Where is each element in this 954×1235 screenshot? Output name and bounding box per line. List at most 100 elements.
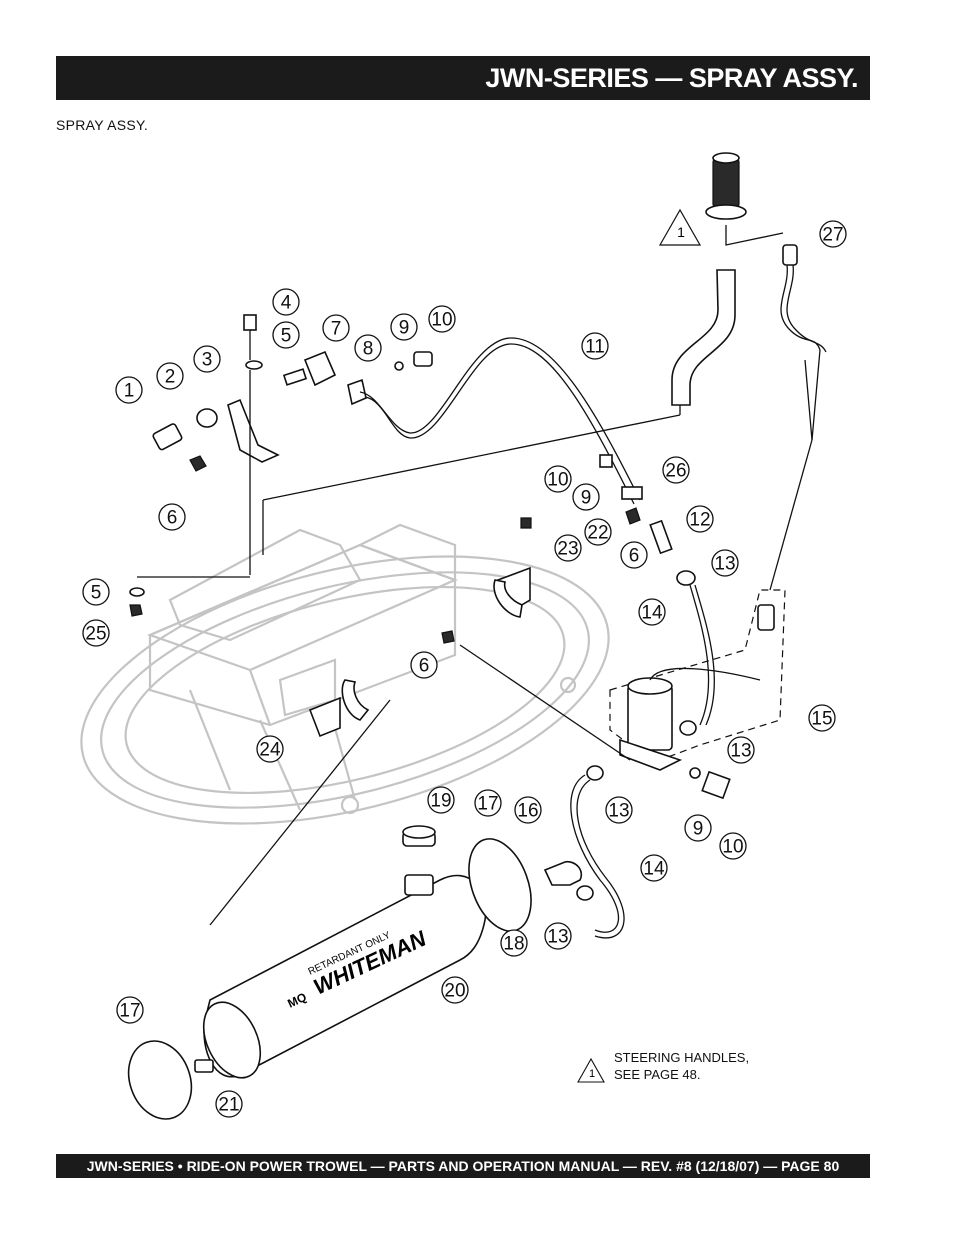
spray-pump [619,667,761,771]
callout-label: 21 [218,1095,239,1116]
callout-label: 8 [363,339,374,360]
callout-label: 2 [165,367,176,388]
callout-7: 7 [322,314,350,342]
callout-3: 3 [193,345,221,373]
fitting-hardware [129,351,731,901]
callout-6: 6 [620,541,648,569]
leader-lines [137,370,681,926]
callout-13: 13 [727,736,755,764]
callout-4: 4 [272,288,300,316]
callout-13: 13 [605,796,633,824]
callout-20: 20 [441,976,469,1004]
handle-tube [671,269,736,406]
callout-1: 1 [115,376,143,404]
callout-label: 5 [281,326,292,347]
note-line-1: STEERING HANDLES, [614,1050,750,1065]
callout-label: 1 [124,381,135,402]
callout-25: 25 [82,619,110,647]
callout-label: 6 [167,508,178,529]
callout-label: 12 [689,510,710,531]
callout-18: 18 [500,929,528,957]
callout-label: 18 [503,934,524,955]
note-line-2: SEE PAGE 48. [614,1067,701,1082]
callout-label: 5 [91,583,102,604]
callout-label: 14 [643,859,665,880]
callout-label: 27 [822,225,843,246]
callout-label: 23 [557,539,578,560]
callout-label: 17 [477,794,498,815]
callout-label: 9 [399,318,410,339]
header-bar: JWN-SERIES — SPRAY ASSY. [56,56,870,100]
trowel-frame [80,523,610,825]
retardant-tank: RETARDANT ONLY WHITEMAN MQ [127,825,583,1120]
callout-label: 17 [119,1001,140,1022]
callout-label: 25 [85,624,106,645]
spray-nozzle [282,350,367,406]
callout-10: 10 [544,465,572,493]
callout-label: 4 [281,293,292,314]
callout-5: 5 [82,578,110,606]
svg-text:1: 1 [677,224,685,240]
callout-label: 10 [722,837,743,858]
warning-marker-top: 1 [658,208,702,246]
callout-21: 21 [215,1090,243,1118]
callout-label: 9 [693,819,704,840]
callout-14: 14 [640,854,668,882]
callout-6: 6 [158,503,186,531]
pump-outlet-hose [689,584,710,726]
callout-2: 2 [156,362,184,390]
callout-9: 9 [684,814,712,842]
section-subtitle: SPRAY ASSY. [56,117,149,133]
callout-label: 6 [629,546,640,567]
pump-dashed-outline [609,589,786,761]
callout-label: 10 [547,470,568,491]
callout-8: 8 [354,334,382,362]
callout-9: 9 [390,313,418,341]
callout-11: 11 [581,332,609,360]
callout-label: 24 [259,740,281,761]
callout-10: 10 [428,305,456,333]
callout-10: 10 [719,832,747,860]
callout-label: 19 [430,791,451,812]
footer-bar: JWN-SERIES • RIDE-ON POWER TROWEL — PART… [56,1154,870,1178]
tank-hose [570,774,620,933]
callout-label: 13 [714,554,735,575]
callout-label: 20 [444,981,465,1002]
switch-harness [757,244,827,631]
callout-15: 15 [808,704,836,732]
callout-label: 3 [202,350,213,371]
callout-6: 6 [410,651,438,679]
callout-19: 19 [427,786,455,814]
callout-27: 27 [819,220,847,248]
mount-bracket [152,314,280,472]
callout-label: 22 [587,523,608,544]
callout-label: 6 [419,656,430,677]
callout-label: 13 [608,801,629,822]
callout-12: 12 [686,505,714,533]
callout-9: 9 [572,483,600,511]
callout-label: 10 [431,310,452,331]
callout-16: 16 [514,796,542,824]
callout-23: 23 [554,534,582,562]
svg-text:1: 1 [589,1068,595,1080]
callout-17: 17 [474,789,502,817]
callout-14: 14 [638,598,666,626]
callout-26: 26 [662,456,690,484]
callout-label: 26 [665,461,686,482]
callout-5: 5 [272,321,300,349]
callout-24: 24 [256,735,284,763]
callout-13: 13 [544,922,572,950]
callout-22: 22 [584,518,612,546]
spray-hose [359,337,641,501]
steering-note: STEERING HANDLES, SEE PAGE 48. [614,1049,749,1083]
callout-13: 13 [711,549,739,577]
steering-handle-grip [705,152,784,246]
callout-label: 11 [585,337,605,358]
callout-label: 13 [730,741,751,762]
callout-17: 17 [116,996,144,1024]
callout-label: 7 [331,319,342,340]
footer-text: JWN-SERIES • RIDE-ON POWER TROWEL — PART… [86,1158,840,1174]
page-title: JWN-SERIES — SPRAY ASSY. [485,63,858,93]
